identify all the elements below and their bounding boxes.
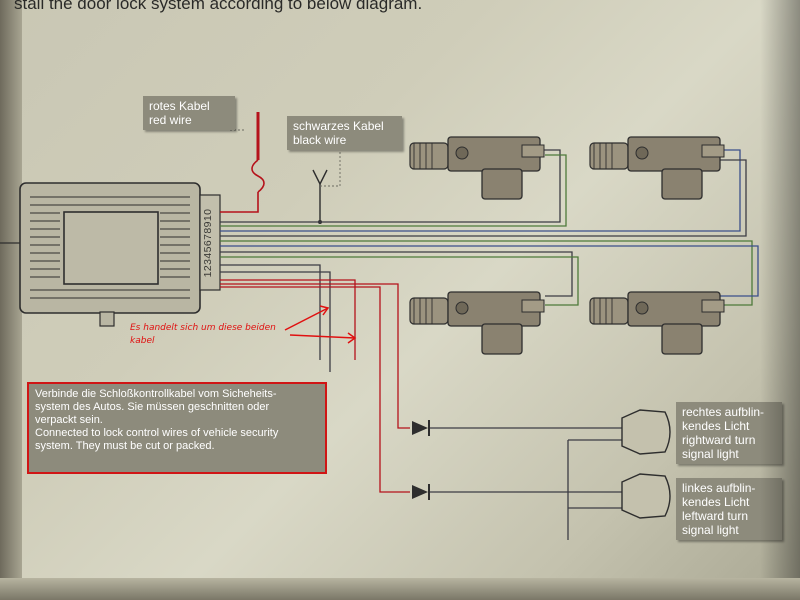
door-actuator-icon: [409, 136, 545, 200]
left-light-en-1: leftward turn: [682, 509, 749, 523]
right-light-en-2: signal light: [682, 447, 739, 461]
turn-signal-lamp-icon: [621, 409, 671, 455]
left-light-en-2: signal light: [682, 523, 739, 537]
right-light-de-2: kendes Licht: [682, 419, 750, 433]
door-actuator-icon: [589, 291, 725, 355]
diode-icon: [412, 484, 430, 500]
right-light-en-1: rightward turn: [682, 433, 756, 447]
diode-icon: [412, 420, 430, 436]
black-wire-label-en: black wire: [293, 133, 347, 147]
warning-de-line-1: Verbinde die Schloßkontrollkabel vom Sic…: [35, 388, 277, 400]
right-turn-light-label: rechtes aufblin- kendes Licht rightward …: [676, 402, 782, 464]
pin-number-strip: 12345678910: [198, 195, 218, 290]
left-light-de-1: linkes aufblin-: [682, 481, 756, 495]
red-annotation: Es handelt sich um diese beiden kabel: [130, 322, 276, 348]
door-actuator-icon: [409, 291, 545, 355]
page-edge: [0, 0, 22, 600]
annotation-line-2: kabel: [130, 336, 155, 346]
pin-numbers: 12345678910: [202, 208, 214, 277]
black-wire-label-de: schwarzes Kabel: [293, 119, 384, 133]
red-wire-label: rotes Kabel red wire: [143, 96, 235, 130]
control-unit-icon: [0, 182, 221, 327]
diagram-header: stall the door lock system according to …: [14, 0, 423, 13]
right-light-de-1: rechtes aufblin-: [682, 405, 765, 419]
warning-de-line-3: verpackt sein.: [35, 414, 103, 426]
left-turn-light-label: linkes aufblin- kendes Licht leftward tu…: [676, 478, 782, 540]
harness-wires: [220, 149, 759, 540]
red-wire-label-en: red wire: [149, 113, 192, 127]
warning-en-line-1: Connected to lock control wires of vehic…: [35, 427, 279, 439]
turn-signal-lamp-icon: [621, 473, 671, 519]
warning-de-line-2: system des Autos. Sie müssen geschnitten…: [35, 401, 270, 413]
left-light-de-2: kendes Licht: [682, 495, 750, 509]
fuse-icon: [220, 112, 265, 213]
annotation-line-1: Es handelt sich um diese beiden: [130, 323, 276, 333]
page-bottom-edge: [0, 578, 800, 600]
door-actuator-icon: [589, 136, 725, 200]
black-wire-label: schwarzes Kabel black wire: [287, 116, 402, 150]
warning-en-line-2: system. They must be cut or packed.: [35, 440, 215, 452]
photo-shadow: [760, 0, 800, 600]
annotation-arrows: [284, 305, 357, 344]
red-wire-label-de: rotes Kabel: [149, 99, 210, 113]
security-wire-warning-box: Verbinde die Schloßkontrollkabel vom Sic…: [27, 382, 327, 474]
